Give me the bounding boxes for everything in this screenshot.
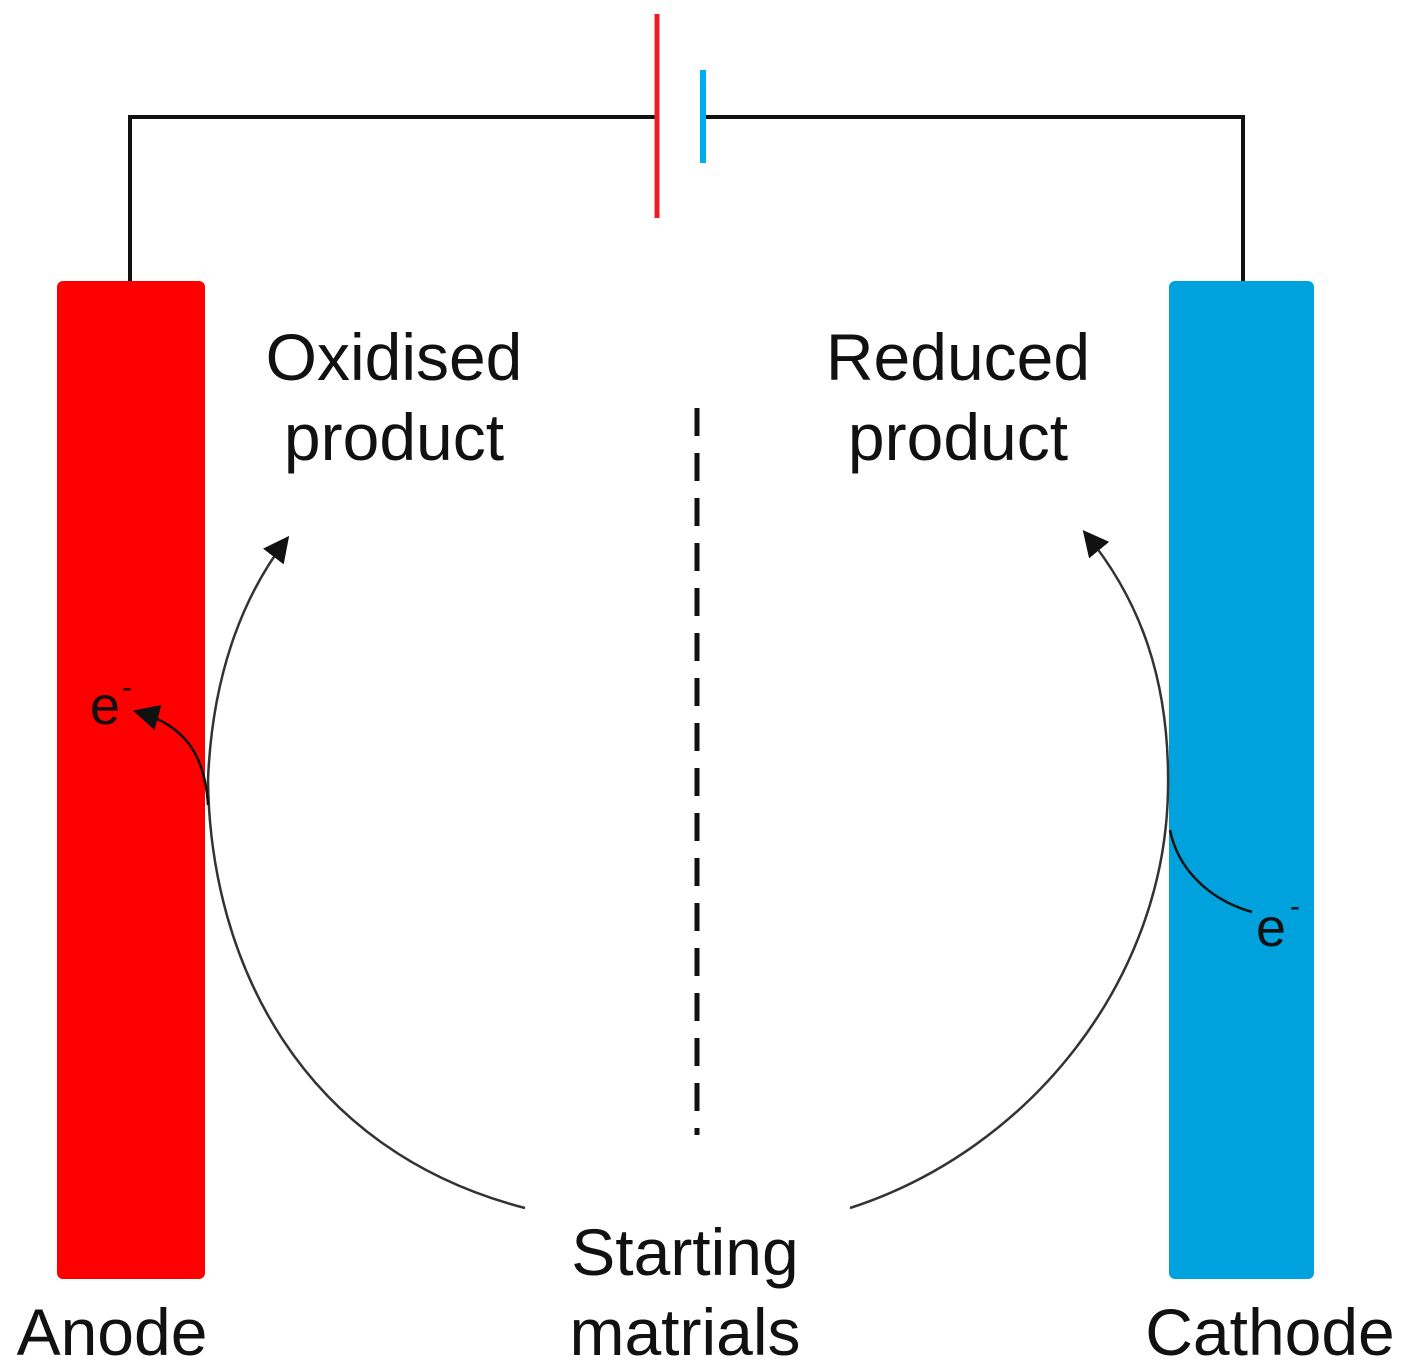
cathode-label: Cathode bbox=[1145, 1295, 1395, 1369]
starting-materials-label-line1: Starting bbox=[571, 1215, 798, 1289]
cathode-electron-charge: - bbox=[1290, 890, 1300, 923]
reduced-product-label-line2: product bbox=[848, 400, 1068, 474]
reduced-product-label-line1: Reduced bbox=[826, 320, 1090, 394]
starting-materials-label-line2: matrials bbox=[569, 1295, 800, 1369]
anode-electron-charge: - bbox=[122, 671, 132, 704]
anode-electron-arrow bbox=[132, 705, 210, 806]
circuit-wire-right bbox=[703, 115, 1245, 285]
anode-label: Anode bbox=[17, 1295, 208, 1369]
reduction-arrow-arc bbox=[849, 529, 1170, 1210]
anode-electrode bbox=[57, 281, 205, 1279]
oxidised-product-label-line1: Oxidised bbox=[266, 320, 523, 394]
oxidation-arrow-arc bbox=[206, 535, 526, 1210]
circuit-wire-left bbox=[128, 115, 657, 285]
cathode-electron-arrow bbox=[1168, 829, 1253, 914]
cathode-electron-label: e bbox=[1256, 898, 1286, 958]
oxidised-product-label-line2: product bbox=[284, 400, 504, 474]
cathode-electrode bbox=[1169, 281, 1314, 1279]
anode-electron-label: e bbox=[90, 676, 120, 736]
